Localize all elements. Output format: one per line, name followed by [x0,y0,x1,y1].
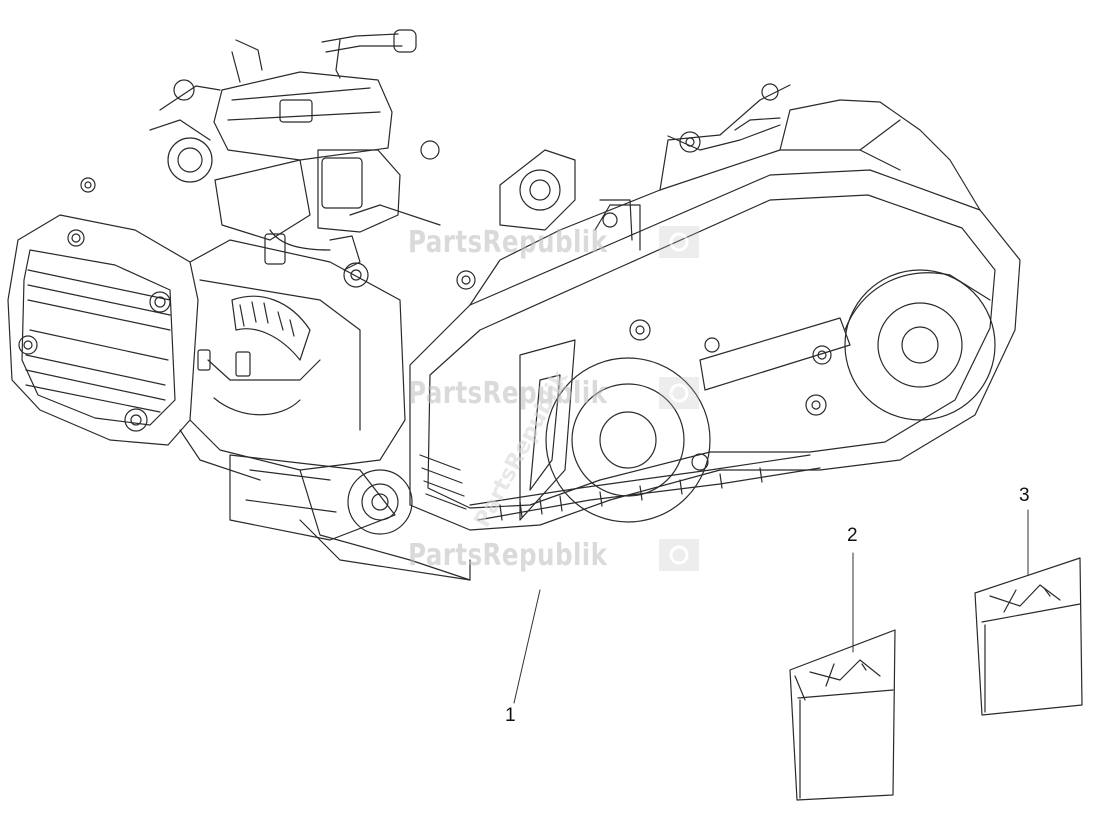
gear-flag-icon [659,377,700,409]
airbox-housing [213,71,393,161]
variator-cover [545,357,711,523]
gear-flag-icon [659,539,700,571]
gasket-bag-large [974,557,1083,716]
callout-3-bag-large: 3 [1019,485,1030,506]
gear-flag-icon [659,226,700,258]
starter-motor [229,454,396,541]
intake-hose [231,295,311,361]
callout-2-bag-small: 2 [847,525,858,546]
watermark-middle: PartsRepublik [408,375,701,411]
leader-line-1 [513,589,541,704]
watermark-bottom: PartsRepublik [408,537,701,573]
rear-pulley-cover [844,269,996,421]
watermark-text: PartsRepublik [408,375,608,411]
callout-1-engine: 1 [505,705,516,726]
gasket-bag-small [789,629,896,801]
cylinder-head [7,214,199,446]
watermark-text: PartsRepublik [408,224,608,260]
watermark-text: PartsRepublik [408,537,608,573]
watermark-top: PartsRepublik [408,224,701,260]
cvt-case [409,169,1021,531]
engine-assembly [7,29,1021,581]
